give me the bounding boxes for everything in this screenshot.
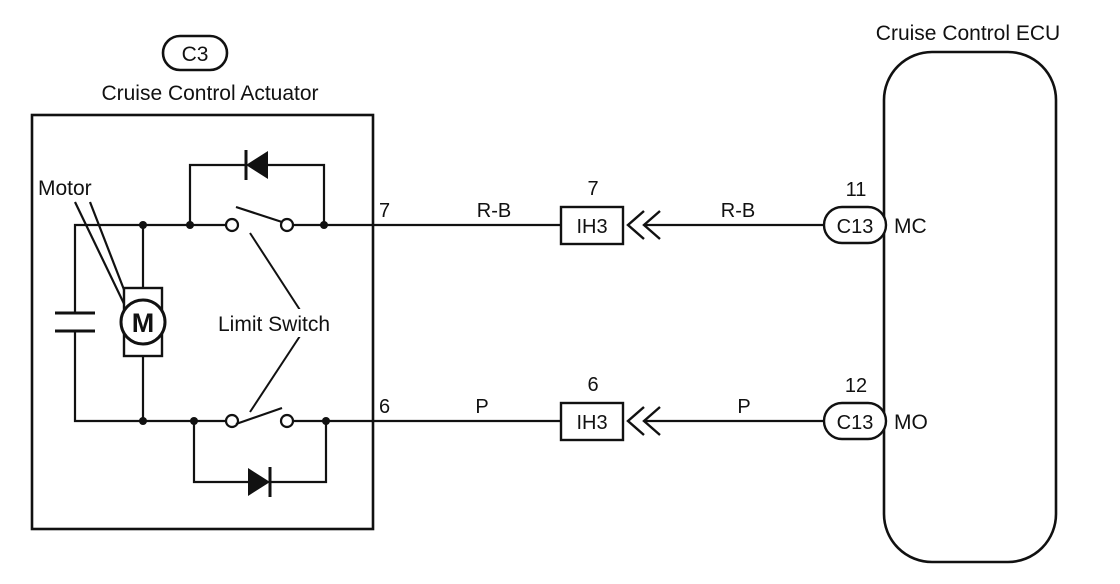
junction-dot (322, 417, 330, 425)
motor-leader-line-1 (74, 201, 129, 313)
junction-dot (190, 417, 198, 425)
actuator-title: Cruise Control Actuator (101, 82, 318, 105)
capacitor-wire-top (73, 223, 143, 313)
ecu-pin-bottom-number: 12 (845, 375, 867, 397)
switch-leader-line-top (249, 232, 301, 311)
actuator-connector-badge: C3 (161, 34, 229, 72)
bottom-wire-color-right: P (737, 396, 750, 418)
switch-label-background (216, 309, 366, 337)
bottom-diode-bypass-right (270, 421, 328, 484)
actuator-pin-bottom: 6 (379, 396, 390, 418)
actuator-housing (30, 113, 375, 531)
capacitor-wire-bottom (73, 331, 143, 423)
bottom-diode-icon (248, 467, 272, 497)
ecu-pin-bottom-name: MO (894, 411, 928, 434)
top-diode-bypass-left (188, 163, 246, 225)
motor-leader-line-2 (88, 201, 130, 301)
switch-leader-line-bottom (249, 335, 301, 413)
top-limit-switch-icon (224, 205, 295, 233)
top-junction-connector: IH3 (559, 205, 625, 246)
motor-icon: M (119, 286, 167, 358)
bottom-wire-color-left: P (475, 396, 488, 418)
bottom-limit-switch-icon (224, 406, 295, 429)
ecu-pin-top-name: MC (894, 215, 927, 238)
junction-dot (320, 221, 328, 229)
ecu-connector-top: C13 (822, 205, 888, 245)
bottom-junction-label: IH3 (576, 412, 607, 434)
junction-dot (186, 221, 194, 229)
actuator-connector-outline (161, 34, 229, 72)
top-diode-bypass-right (268, 163, 326, 225)
top-diode-icon (244, 150, 268, 180)
ecu-connector-bottom-label: C13 (837, 412, 874, 434)
ecu-pin-top-number: 11 (846, 179, 867, 201)
top-junction-pin: 7 (587, 178, 598, 200)
actuator-connector-label: C3 (182, 43, 209, 66)
bottom-junction-pin: 6 (587, 374, 598, 396)
ecu-title: Cruise Control ECU (876, 22, 1060, 45)
bottom-diode-bypass-left (192, 421, 248, 484)
limit-switch-label: Limit Switch (218, 313, 330, 336)
ecu-connector-top-label: C13 (837, 216, 874, 238)
top-wire-color-left: R-B (477, 200, 511, 222)
actuator-pin-top: 7 (379, 200, 390, 222)
top-wire-color-right: R-B (721, 200, 755, 222)
junction-dot (139, 221, 147, 229)
motor-label: Motor (38, 177, 92, 200)
capacitor-icon (55, 311, 95, 333)
ecu-connector-bottom: C13 (822, 401, 888, 441)
motor-symbol: M (132, 308, 155, 338)
ecu-housing (882, 50, 1058, 564)
top-junction-label: IH3 (576, 216, 607, 238)
junction-dot (139, 417, 147, 425)
bottom-junction-connector: IH3 (559, 401, 625, 442)
